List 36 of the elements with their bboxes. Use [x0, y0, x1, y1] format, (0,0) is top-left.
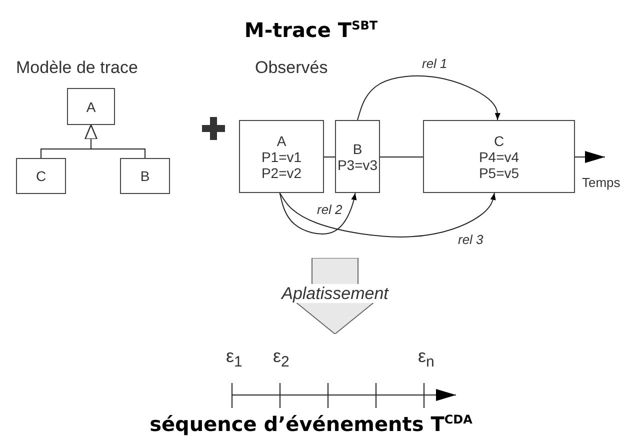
observed-box: [335, 120, 380, 193]
observed-box: [423, 120, 575, 193]
box-text: P2=v2: [261, 164, 302, 180]
caption: séquence d’événements T$^{CDA}$: [148, 412, 474, 436]
class-box: [16, 158, 66, 194]
box-text: C: [494, 132, 504, 148]
relation-arrow: [279, 192, 496, 238]
axis-label: Temps: [582, 175, 620, 190]
section-heading: Modèle de trace: [16, 58, 138, 78]
class-box: [67, 88, 115, 125]
class-box: [120, 158, 170, 194]
edge-label: rel 1: [420, 57, 450, 71]
event-label: ε$_{1}$: [226, 346, 242, 371]
relation-arrow: [357, 75, 500, 120]
observed-box: [239, 120, 324, 193]
relation-arrow: [279, 192, 357, 234]
arrow-label: Aplatissement: [280, 284, 390, 303]
box-text: C: [36, 168, 46, 184]
inheritance-line: [84, 124, 146, 158]
section-heading: Observés: [255, 58, 328, 78]
box-text: A: [276, 132, 286, 148]
box-text: P4=v4: [478, 148, 520, 164]
box-text: P5=v5: [478, 164, 520, 180]
box-text: P1=v1: [261, 148, 302, 164]
timeline: [324, 156, 336, 158]
box-text: A: [86, 98, 96, 114]
event-label: ε$_{n}$: [418, 346, 434, 371]
edge-label: rel 3: [456, 233, 486, 247]
title: M-trace T$^{SBT}$: [243, 18, 379, 42]
event-label: ε$_{2}$: [273, 346, 290, 371]
box-text: B: [140, 168, 150, 184]
edge-label: rel 2: [315, 203, 344, 217]
box-text: B: [352, 140, 362, 156]
time-arrow: [574, 151, 606, 163]
box-text: P3=v3: [337, 156, 378, 172]
timeline: [380, 156, 424, 158]
